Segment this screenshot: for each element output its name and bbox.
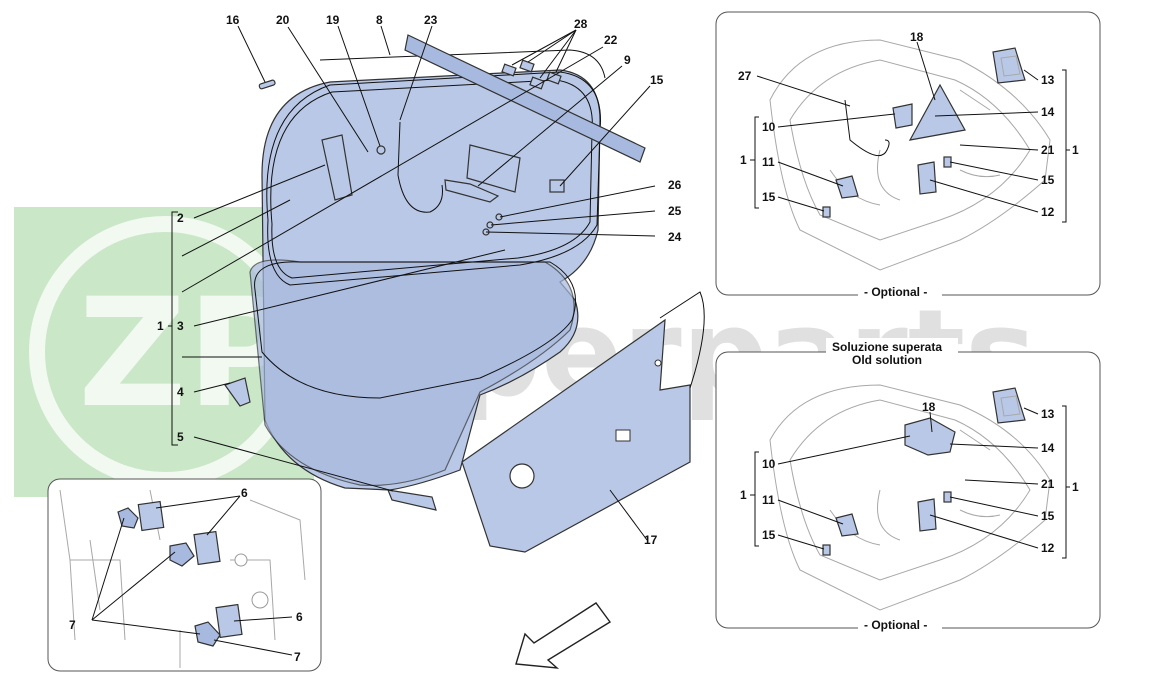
label-20: 20 bbox=[276, 13, 290, 27]
top-label-18: 18 bbox=[910, 30, 924, 44]
old-label-14: 14 bbox=[1041, 441, 1055, 455]
panel-optional-top: 18 27 10 1 11 15 13 14 21 1 15 12 - Opti… bbox=[715, 11, 1101, 299]
old-label-13: 13 bbox=[1041, 407, 1055, 421]
bracket-4 bbox=[224, 377, 251, 407]
plate-6b bbox=[193, 530, 221, 566]
label-3: 3 bbox=[177, 319, 184, 333]
label-24: 24 bbox=[668, 230, 682, 244]
old-label-12: 12 bbox=[1041, 541, 1055, 555]
bottom-panel-caption: - Optional - bbox=[864, 618, 927, 632]
hook-11-old bbox=[835, 513, 859, 537]
old-label-1b: 1 bbox=[1072, 480, 1079, 494]
label-28: 28 bbox=[574, 17, 588, 31]
top-label-15a: 15 bbox=[762, 190, 776, 204]
panel-17-flap bbox=[659, 291, 705, 389]
top-label-15b: 15 bbox=[1041, 173, 1055, 187]
latch-bracket bbox=[444, 179, 500, 203]
hook-12 bbox=[917, 161, 937, 195]
clip-28a bbox=[501, 63, 517, 77]
label-9: 9 bbox=[624, 53, 631, 67]
panel-optional-bottom: Soluzione superata Old solution 18 10 1 … bbox=[715, 338, 1101, 632]
plug-15a-old bbox=[822, 544, 831, 556]
strip-5 bbox=[387, 489, 437, 511]
label-4: 4 bbox=[177, 385, 184, 399]
label-2: 2 bbox=[177, 211, 184, 225]
label-8: 8 bbox=[376, 13, 383, 27]
luggage-compartment-assembly bbox=[224, 34, 705, 553]
bolt-19 bbox=[376, 145, 386, 155]
inset-label-6b: 6 bbox=[296, 610, 303, 624]
top-label-13: 13 bbox=[1041, 73, 1055, 87]
pin-16 bbox=[258, 79, 276, 90]
release-cable-23 bbox=[397, 121, 443, 213]
release-handle bbox=[466, 144, 521, 193]
panel-17-pinhole bbox=[654, 359, 662, 367]
side-panel-17 bbox=[461, 318, 691, 553]
label-16: 16 bbox=[226, 13, 240, 27]
clip-28b bbox=[519, 59, 535, 73]
top-label-21: 21 bbox=[1041, 143, 1055, 157]
clip-7a bbox=[117, 507, 139, 529]
clip-7b bbox=[169, 542, 195, 567]
bracket-20 bbox=[321, 134, 353, 201]
inset-label-7b: 7 bbox=[294, 650, 301, 664]
old-label-15b: 15 bbox=[1041, 509, 1055, 523]
label-19: 19 bbox=[326, 13, 340, 27]
top-label-11: 11 bbox=[762, 155, 775, 169]
top-label-1b: 1 bbox=[1072, 143, 1079, 157]
old-label-21: 21 bbox=[1041, 477, 1055, 491]
hook-11 bbox=[835, 175, 859, 199]
plug-15b-old bbox=[943, 491, 952, 503]
inset-label-7a: 7 bbox=[69, 618, 76, 632]
triangle-18 bbox=[908, 83, 966, 141]
bracket-18-old bbox=[904, 417, 956, 456]
upper-seal bbox=[266, 71, 601, 286]
inset-bottom-left: 6 6 7 7 bbox=[47, 478, 322, 672]
bracket-15 bbox=[549, 179, 565, 193]
top-label-27: 27 bbox=[738, 69, 752, 83]
plate-6a bbox=[137, 500, 165, 532]
old-label-15a: 15 bbox=[762, 528, 776, 542]
lower-seal bbox=[254, 261, 576, 399]
label-22: 22 bbox=[604, 33, 618, 47]
old-label-11: 11 bbox=[762, 493, 775, 507]
top-label-14: 14 bbox=[1041, 105, 1055, 119]
plate-6c bbox=[215, 603, 243, 639]
bracket-10 bbox=[892, 103, 913, 129]
label-25: 25 bbox=[668, 204, 682, 218]
old-label-10: 10 bbox=[762, 457, 776, 471]
main-leaders bbox=[168, 25, 656, 541]
top-label-1a: 1 bbox=[740, 153, 747, 167]
direction-arrow-icon bbox=[515, 602, 612, 669]
plug-15b bbox=[943, 156, 952, 168]
panel-17-hole bbox=[509, 463, 535, 489]
top-label-12: 12 bbox=[1041, 205, 1055, 219]
panel-17-slot bbox=[615, 429, 631, 442]
hook-12-old bbox=[917, 498, 937, 532]
side-strip bbox=[404, 34, 646, 163]
label-23: 23 bbox=[424, 13, 438, 27]
top-panel-caption: - Optional - bbox=[864, 285, 927, 299]
old-solution-title-it: Soluzione superata bbox=[832, 340, 942, 354]
old-label-18: 18 bbox=[922, 400, 936, 414]
label-5: 5 bbox=[177, 430, 184, 444]
label-17: 17 bbox=[644, 533, 658, 547]
label-15: 15 bbox=[650, 73, 664, 87]
label-1: 1 bbox=[157, 319, 164, 333]
inset-label-6a: 6 bbox=[241, 486, 248, 500]
old-solution-title-en: Old solution bbox=[852, 353, 922, 367]
main-labels: 16 20 19 8 23 28 22 9 15 26 25 24 2 1 3 … bbox=[157, 13, 682, 547]
old-label-1a: 1 bbox=[740, 488, 747, 502]
label-26: 26 bbox=[668, 178, 682, 192]
plug-15a bbox=[822, 206, 831, 218]
rim-trim-strip bbox=[319, 49, 606, 79]
strap-27 bbox=[844, 99, 890, 157]
top-label-10: 10 bbox=[762, 120, 776, 134]
